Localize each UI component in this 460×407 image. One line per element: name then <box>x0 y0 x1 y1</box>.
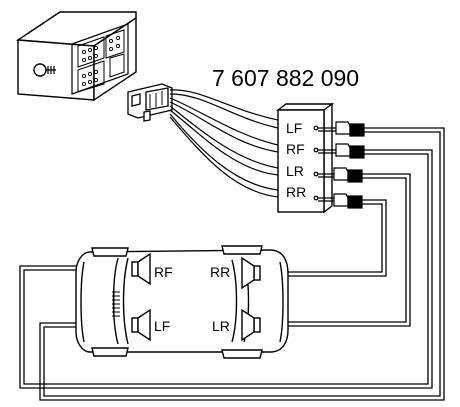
radio-unit <box>15 11 137 102</box>
speaker-label-rr: RR <box>210 264 230 280</box>
plug-rf <box>313 143 365 159</box>
iso-connector <box>71 23 129 95</box>
part-number: 7 607 882 090 <box>212 65 359 91</box>
speaker-front-left-icon <box>131 308 151 342</box>
output-plugs <box>313 121 365 209</box>
speaker-label-lr: LR <box>212 318 230 334</box>
speaker-rear-left-icon <box>241 308 261 342</box>
car-outline <box>75 245 289 359</box>
adapter-label-rr: RR <box>286 184 306 200</box>
speaker-cables <box>19 127 445 401</box>
adapter-label-lr: LR <box>286 163 304 179</box>
adapter-label-rf: RF <box>286 141 305 157</box>
plug-lf <box>313 121 365 137</box>
plug-rr <box>313 193 363 209</box>
harness-plug <box>127 83 173 122</box>
adapter-label-lf: LF <box>286 120 302 136</box>
adapter-box <box>275 102 335 214</box>
speaker-front-right-icon <box>131 252 151 286</box>
plug-lr <box>313 167 363 183</box>
speaker-label-rf: RF <box>154 264 173 280</box>
speaker-rear-right-icon <box>241 256 261 290</box>
speaker-label-lf: LF <box>154 318 170 334</box>
harness-wires <box>169 89 279 198</box>
grille-icon <box>112 288 120 320</box>
